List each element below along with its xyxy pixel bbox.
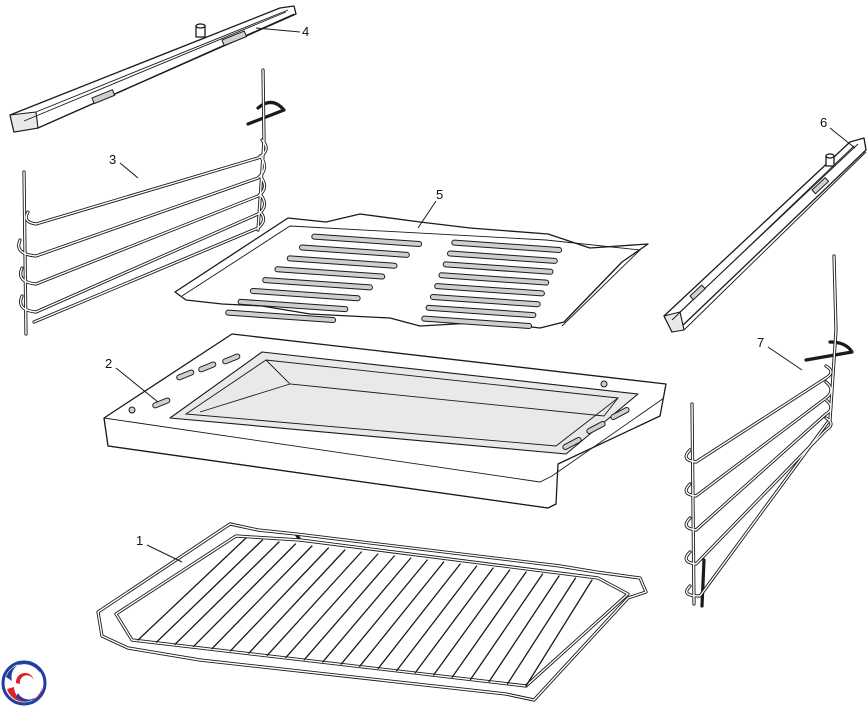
grill-slot xyxy=(447,250,558,264)
part-6-right-runner-rail xyxy=(663,137,867,333)
leader-7 xyxy=(767,346,803,371)
grill-plate-slots xyxy=(225,233,563,329)
grill-slot xyxy=(438,272,550,286)
grill-slot xyxy=(434,283,545,297)
shelf-bar xyxy=(451,571,527,678)
shelf-bar xyxy=(137,537,247,641)
shelf-bar xyxy=(340,559,428,665)
shelf-bar xyxy=(192,543,297,648)
leader-4 xyxy=(255,27,301,33)
callout-5: 5 xyxy=(436,187,443,202)
shelf-bar xyxy=(396,565,478,672)
leader-6 xyxy=(829,127,856,149)
grill-slot xyxy=(421,315,533,329)
leader-3 xyxy=(119,162,139,179)
callout-1: 1 xyxy=(136,533,143,548)
leader-5 xyxy=(417,200,437,229)
shelf-bar xyxy=(432,569,511,676)
shelf-bar xyxy=(285,553,379,659)
shelf-bar xyxy=(488,575,560,683)
shelf-bar xyxy=(248,549,346,654)
leader-1 xyxy=(146,544,183,563)
part-7-right-shelf-support xyxy=(684,254,854,608)
shelf-bar xyxy=(359,561,445,667)
shelf-bar xyxy=(303,555,395,661)
shelf-bar xyxy=(414,567,494,674)
shelf-bar xyxy=(525,579,593,687)
callout-leaders xyxy=(115,27,856,563)
grill-slot xyxy=(225,309,337,323)
shelf-bar xyxy=(506,577,577,685)
part-2-roasting-tray xyxy=(103,333,667,509)
grill-slot xyxy=(311,233,423,247)
wire-shelf-bars xyxy=(137,537,593,687)
shelf-bar xyxy=(229,547,330,652)
shelf-bar xyxy=(322,557,412,663)
grill-slot xyxy=(442,261,554,275)
grill-slot xyxy=(249,287,361,302)
grill-slot xyxy=(262,277,373,291)
grill-slot xyxy=(429,293,541,308)
callout-7: 7 xyxy=(757,335,764,350)
grill-slot xyxy=(237,298,349,313)
shelf-bar xyxy=(469,573,544,681)
callout-6: 6 xyxy=(820,115,827,130)
shelf-bar xyxy=(266,551,362,656)
callout-2: 2 xyxy=(105,356,112,371)
part-1-wire-oven-shelf xyxy=(96,522,648,702)
part-4-left-runner-rail xyxy=(9,5,297,133)
grill-slot xyxy=(451,239,563,253)
callout-4: 4 xyxy=(302,24,309,39)
grill-slot xyxy=(274,266,386,280)
shelf-bar xyxy=(155,539,264,643)
grill-slot xyxy=(299,244,410,258)
part-3-left-shelf-support xyxy=(17,68,286,336)
callout-labels: 1 2 3 4 5 6 7 xyxy=(105,24,827,548)
leader-2 xyxy=(115,367,159,403)
shelf-bar xyxy=(377,563,461,670)
callout-3: 3 xyxy=(109,152,116,167)
grill-slot xyxy=(425,304,537,319)
grill-slot xyxy=(286,255,398,269)
part-5-grill-plate xyxy=(174,213,649,329)
shelf-bar xyxy=(174,541,280,646)
brand-swirl-logo xyxy=(1,660,47,706)
shelf-bar xyxy=(211,545,313,650)
